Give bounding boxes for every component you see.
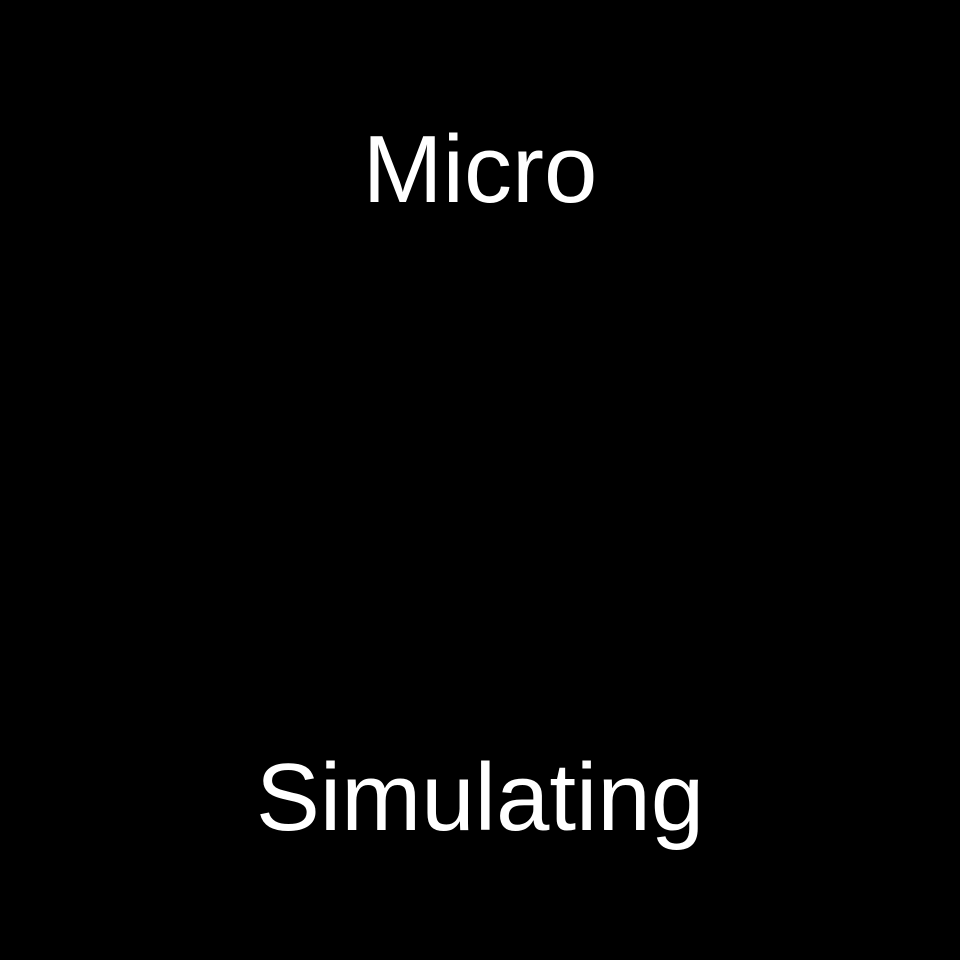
status-text: Simulating: [255, 744, 705, 851]
screen-title: Micro: [362, 116, 598, 223]
